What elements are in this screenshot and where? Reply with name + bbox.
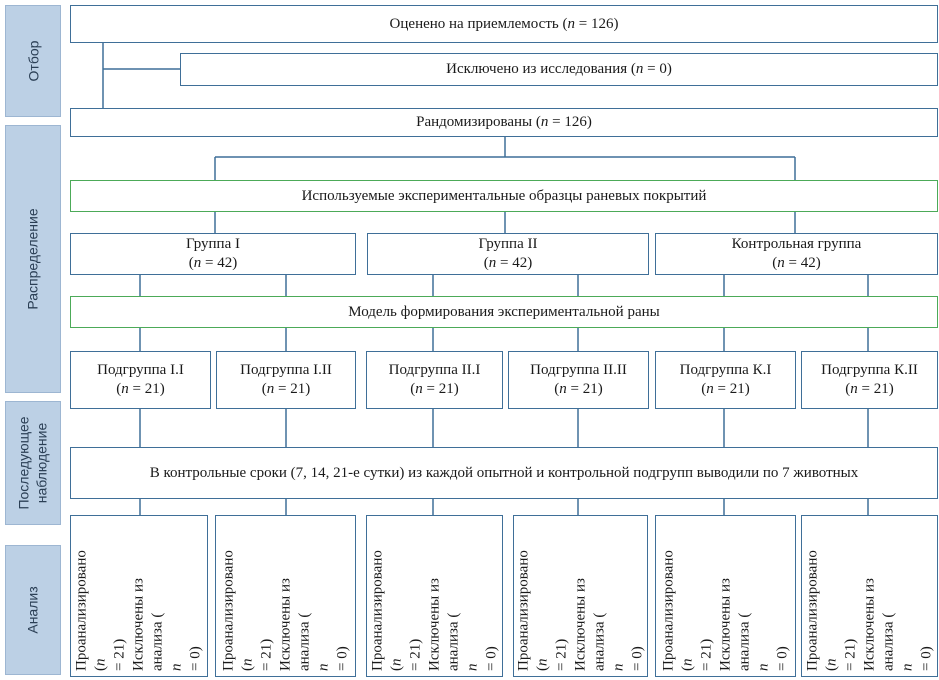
assessed-box: Оценено на приемлемость (n = 126) (70, 5, 938, 43)
randomized-box: Рандомизированы (n = 126) (70, 108, 938, 137)
group-box-control: Контрольная группа (n = 42) (655, 233, 938, 275)
analysis-box-2: Проанализировано (n = 21) Исключены из а… (215, 515, 356, 677)
subgroup-name: Подгруппа II.II (530, 362, 627, 378)
stage-followup-label-2: наблюдение (34, 422, 51, 504)
group-name: Контрольная группа (731, 236, 862, 252)
analysis-text: Проанализировано (n = 21) Исключены из а… (804, 550, 934, 671)
group-name: Группа II (478, 236, 538, 252)
stage-analysis-label: Анализ (24, 586, 41, 634)
analysis-box-4: Проанализировано (n = 21) Исключены из а… (513, 515, 648, 677)
analysis-box-1: Проанализировано (n = 21) Исключены из а… (70, 515, 208, 677)
samples-text: Используемые экспериментальные образцы р… (301, 187, 707, 204)
stage-selection: Отбор (5, 5, 61, 117)
subgroup-box-2: Подгруппа I.II (n = 21) (216, 351, 356, 409)
subgroup-count: (n = 21) (116, 381, 165, 397)
stage-selection-label: Отбор (25, 40, 41, 82)
analysis-box-5: Проанализировано (n = 21) Исключены из а… (655, 515, 796, 677)
subgroup-name: Подгруппа II.I (388, 362, 481, 378)
followup-box: В контрольные сроки (7, 14, 21-е сутки) … (70, 447, 938, 499)
subgroup-box-3: Подгруппа II.I (n = 21) (366, 351, 503, 409)
subgroup-count: (n = 21) (261, 381, 311, 397)
subgroup-box-1: Подгруппа I.I (n = 21) (70, 351, 211, 409)
stage-followup: Последующее наблюдение (5, 401, 61, 525)
model-box: Модель формирования экспериментальной ра… (70, 296, 938, 328)
analysis-text: Проанализировано (n = 21) Исключены из а… (220, 550, 350, 671)
group-count: (n = 42) (483, 255, 533, 271)
subgroup-box-4: Подгруппа II.II (n = 21) (508, 351, 649, 409)
excluded-text: Исключено из исследования (n = 0) (446, 61, 672, 77)
subgroup-name: Подгруппа К.I (679, 362, 772, 378)
randomized-text: Рандомизированы (n = 126) (416, 114, 592, 130)
stage-followup-label-1: Последующее (16, 416, 33, 510)
subgroup-count: (n = 21) (701, 381, 750, 397)
group-box-1: Группа I (n = 42) (70, 233, 356, 275)
subgroup-count: (n = 21) (845, 381, 894, 397)
subgroup-count: (n = 21) (410, 381, 459, 397)
analysis-text: Проанализировано (n = 21) Исключены из а… (73, 550, 204, 671)
subgroup-box-5: Подгруппа К.I (n = 21) (655, 351, 796, 409)
excluded-box: Исключено из исследования (n = 0) (180, 53, 938, 86)
group-count: (n = 42) (188, 255, 238, 271)
analysis-text: Проанализировано (n = 21) Исключены из а… (660, 550, 790, 671)
subgroup-name: Подгруппа К.II (821, 362, 918, 378)
group-count: (n = 42) (772, 255, 821, 271)
subgroup-name: Подгруппа I.I (97, 362, 184, 378)
samples-box: Используемые экспериментальные образцы р… (70, 180, 938, 212)
assessed-text: Оценено на приемлемость (n = 126) (389, 15, 619, 32)
subgroup-count: (n = 21) (554, 381, 603, 397)
model-text: Модель формирования экспериментальной ра… (348, 303, 660, 320)
subgroup-name: Подгруппа I.II (240, 362, 332, 378)
analysis-text: Проанализировано (n = 21) Исключены из а… (515, 550, 645, 671)
stage-allocation: Распределение (5, 125, 61, 393)
analysis-box-3: Проанализировано (n = 21) Исключены из а… (366, 515, 503, 677)
subgroup-box-6: Подгруппа К.II (n = 21) (801, 351, 938, 409)
analysis-box-6: Проанализировано (n = 21) Исключены из а… (801, 515, 938, 677)
group-box-2: Группа II (n = 42) (367, 233, 649, 275)
followup-text: В контрольные сроки (7, 14, 21-е сутки) … (149, 464, 859, 481)
stage-analysis: Анализ (5, 545, 61, 675)
group-name: Группа I (186, 236, 240, 252)
stage-allocation-label: Распределение (25, 208, 42, 310)
analysis-text: Проанализировано (n = 21) Исключены из а… (369, 550, 499, 671)
